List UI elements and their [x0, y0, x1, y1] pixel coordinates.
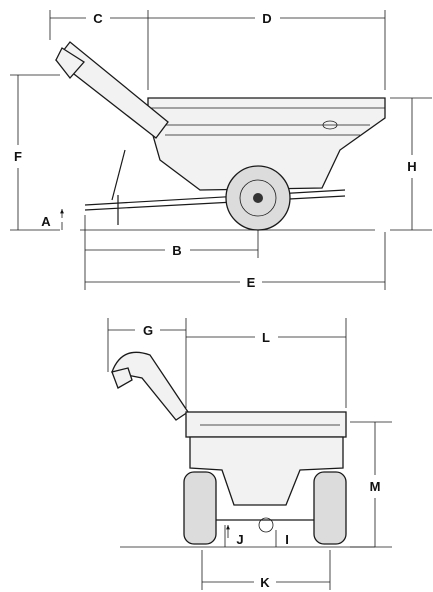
label-a: A — [41, 214, 51, 229]
rear-view: G L M J I K — [107, 318, 392, 590]
label-f: F — [14, 149, 22, 164]
rear-auger-tube — [111, 351, 189, 421]
rear-auger-spout — [111, 367, 133, 389]
rear-tire-left — [183, 471, 217, 545]
rear-tire-right — [313, 471, 347, 545]
label-d: D — [262, 11, 271, 26]
label-i: I — [285, 532, 289, 547]
label-j: J — [236, 532, 243, 547]
label-m: M — [370, 479, 381, 494]
label-c: C — [93, 11, 103, 26]
side-auger-brace — [111, 149, 126, 201]
label-k: K — [260, 575, 270, 590]
rear-hitch — [258, 517, 274, 533]
side-hopper-port — [322, 120, 338, 130]
label-b: B — [172, 243, 181, 258]
label-g: G — [143, 323, 153, 338]
side-hub — [253, 193, 263, 203]
side-auger-spout — [55, 47, 85, 80]
side-frame-beam-lower — [84, 195, 346, 211]
label-h: H — [407, 159, 416, 174]
side-rim — [239, 179, 277, 217]
side-view: C D F A H B E — [10, 10, 432, 290]
rear-hopper-top — [185, 411, 347, 438]
side-auger-tube — [55, 41, 169, 139]
side-frame-beam — [84, 189, 346, 206]
label-e: E — [247, 275, 256, 290]
rear-hopper-body — [189, 436, 344, 506]
label-l: L — [262, 330, 270, 345]
